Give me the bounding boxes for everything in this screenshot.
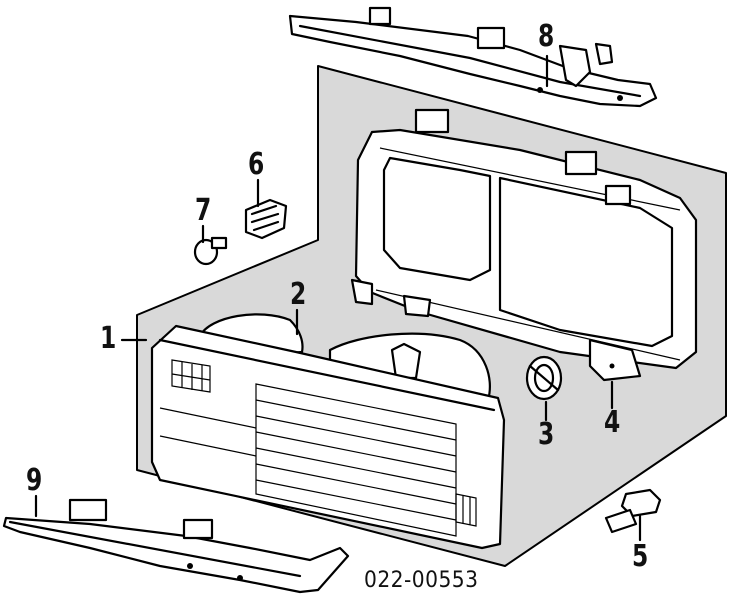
part-9-lower-rail [2, 498, 350, 594]
callout-3: 3 [538, 417, 555, 452]
callout-8: 8 [538, 19, 555, 54]
leader-lines [34, 54, 642, 542]
callout-6: 6 [248, 147, 265, 182]
part-4-housing-frame [350, 108, 698, 382]
part-1-headlight-lens [150, 324, 506, 550]
callout-2: 2 [290, 277, 307, 312]
part-8-upper-rail [288, 6, 658, 108]
callout-9: 9 [26, 463, 43, 498]
callout-4: 4 [604, 405, 621, 440]
part-7-small-bulb [193, 236, 228, 266]
callout-1: 1 [100, 321, 117, 356]
part-3-socket-ring [525, 355, 563, 401]
catalog-number: 022-00553 [364, 568, 479, 593]
callout-5: 5 [632, 539, 649, 574]
callout-7: 7 [195, 193, 212, 228]
part-5-adjuster-screw [604, 488, 662, 534]
part-6-bulb-holder [244, 198, 288, 240]
